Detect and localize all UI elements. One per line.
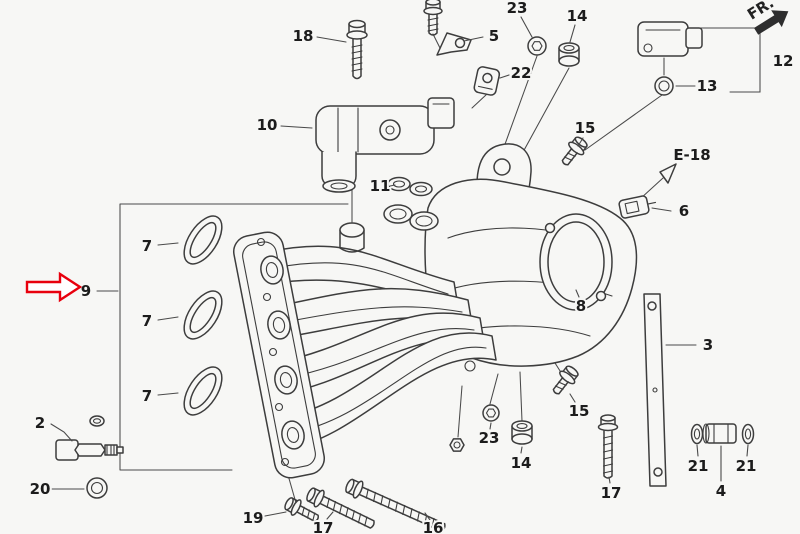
part-label-11-9: 11 bbox=[370, 177, 391, 195]
leader-line-15-19 bbox=[570, 394, 575, 402]
part-7-gasket-1 bbox=[177, 210, 230, 271]
part-5-bracket bbox=[437, 33, 471, 55]
leader-line-17-24 bbox=[327, 512, 333, 519]
part-label-14-3: 14 bbox=[567, 7, 588, 25]
part-11-seals bbox=[388, 178, 432, 196]
part-label-E-18-10: E-18 bbox=[673, 146, 710, 164]
top-screw bbox=[424, 0, 442, 35]
manifold-top-ports bbox=[340, 205, 438, 252]
part-label-4-28: 4 bbox=[716, 482, 726, 500]
part-label-5-1: 5 bbox=[489, 27, 499, 45]
leader-line-5-1 bbox=[464, 37, 483, 41]
part-label-23-2: 23 bbox=[507, 0, 528, 17]
leader-line-15-8 bbox=[578, 138, 583, 146]
leader-line-18-0 bbox=[317, 37, 346, 42]
part-3-stay bbox=[644, 294, 666, 486]
part-label-23-20: 23 bbox=[479, 429, 500, 447]
part-label-17-26: 17 bbox=[601, 484, 622, 502]
part-label-21-27: 21 bbox=[688, 457, 709, 475]
part-label-13-5: 13 bbox=[697, 77, 718, 95]
part-label-22-6: 22 bbox=[511, 64, 532, 82]
part-label-14-21: 14 bbox=[511, 454, 532, 472]
e18-arrowhead bbox=[660, 164, 676, 183]
part-label-6-11: 6 bbox=[679, 202, 689, 220]
part-10-valve bbox=[316, 98, 454, 192]
part-16-bolt bbox=[343, 476, 448, 534]
part-15-bolt-bottom bbox=[548, 363, 581, 398]
part-18-bolt bbox=[347, 21, 367, 79]
leader-line-23-20 bbox=[490, 423, 491, 429]
leader-line-7-12 bbox=[158, 243, 178, 245]
part-17-bolt-right bbox=[599, 415, 618, 478]
part-20-oring bbox=[87, 478, 107, 498]
part-12-sensor bbox=[638, 22, 702, 56]
part-label-7-12: 7 bbox=[142, 237, 152, 255]
part-14-grommet-bottom bbox=[512, 421, 532, 444]
part-23-plug-top bbox=[528, 37, 546, 55]
part-6-clip bbox=[618, 194, 657, 219]
part-label-16-25: 16 bbox=[423, 519, 444, 534]
leader-line-10-7 bbox=[281, 126, 312, 128]
part-8-gasket bbox=[540, 214, 612, 310]
part-label-18-0: 18 bbox=[293, 27, 314, 45]
leader-line-21-27 bbox=[697, 445, 698, 456]
leader-line-22-6 bbox=[500, 75, 509, 78]
part-13-oring bbox=[655, 77, 673, 95]
leader-line-23-2 bbox=[521, 17, 532, 37]
manifold-flange bbox=[231, 229, 327, 480]
leader-line-11-9 bbox=[390, 185, 395, 186]
part-label-2-18: 2 bbox=[35, 414, 45, 432]
part-label-12-4: 12 bbox=[773, 52, 794, 70]
part-4-joint bbox=[703, 424, 736, 443]
leader-line-17-26 bbox=[609, 477, 610, 483]
fr-marker: FR. bbox=[743, 0, 789, 35]
leader-line-8-15 bbox=[576, 290, 579, 297]
part-14-grommet-top bbox=[559, 43, 579, 66]
manifold-artwork bbox=[56, 0, 754, 534]
part-15-bolt-top bbox=[557, 134, 590, 169]
bracket-9-lines bbox=[120, 204, 348, 470]
part-21-washer-right bbox=[743, 425, 754, 444]
part-17-bolt-bottom bbox=[304, 485, 377, 533]
part-22-block bbox=[473, 66, 500, 96]
leader-line-2-18 bbox=[51, 424, 72, 441]
part-label-7-14: 7 bbox=[142, 312, 152, 330]
leader-line-21-29 bbox=[747, 445, 748, 456]
bracket-12-lines bbox=[700, 28, 760, 92]
part-label-8-15: 8 bbox=[576, 297, 586, 315]
part-label-15-19: 15 bbox=[569, 402, 590, 420]
part-2-sensor bbox=[56, 416, 123, 460]
part-7-gasket-3 bbox=[177, 361, 230, 422]
leader-line-14-21 bbox=[521, 447, 522, 453]
part-label-3-16: 3 bbox=[703, 336, 713, 354]
part-label-10-7: 10 bbox=[257, 116, 278, 134]
leader-line-6-11 bbox=[652, 208, 671, 211]
leader-line-14-3 bbox=[570, 25, 575, 42]
leader-lines bbox=[51, 17, 748, 520]
red-pointer-arrow bbox=[27, 274, 80, 300]
part-label-21-29: 21 bbox=[736, 457, 757, 475]
part-label-9-13: 9 bbox=[81, 282, 91, 300]
part-23-plug-bottom bbox=[483, 405, 499, 421]
part-21-washer-left bbox=[692, 425, 703, 444]
leader-line-19-23 bbox=[265, 512, 286, 516]
part-labels: 18 5 23 14 12 13 22 10 15 11 E-18 6 7 9 7 8 3 7 2 15 23 14 20 1… bbox=[28, 0, 796, 534]
leader-line-16-25 bbox=[425, 513, 430, 520]
part-label-15-8: 15 bbox=[575, 119, 596, 137]
part-label-17-24: 17 bbox=[313, 519, 334, 534]
part-label-20-22: 20 bbox=[30, 480, 51, 498]
leader-line-7-17 bbox=[158, 393, 178, 395]
leader-line-7-14 bbox=[158, 317, 178, 320]
part-label-7-17: 7 bbox=[142, 387, 152, 405]
part-19-bolt bbox=[282, 495, 321, 527]
flange-nut bbox=[450, 439, 464, 451]
intake-runners bbox=[268, 246, 496, 449]
part-7-gasket-2 bbox=[177, 285, 230, 346]
part-label-19-23: 19 bbox=[243, 509, 264, 527]
fr-arrow-icon bbox=[754, 10, 789, 35]
